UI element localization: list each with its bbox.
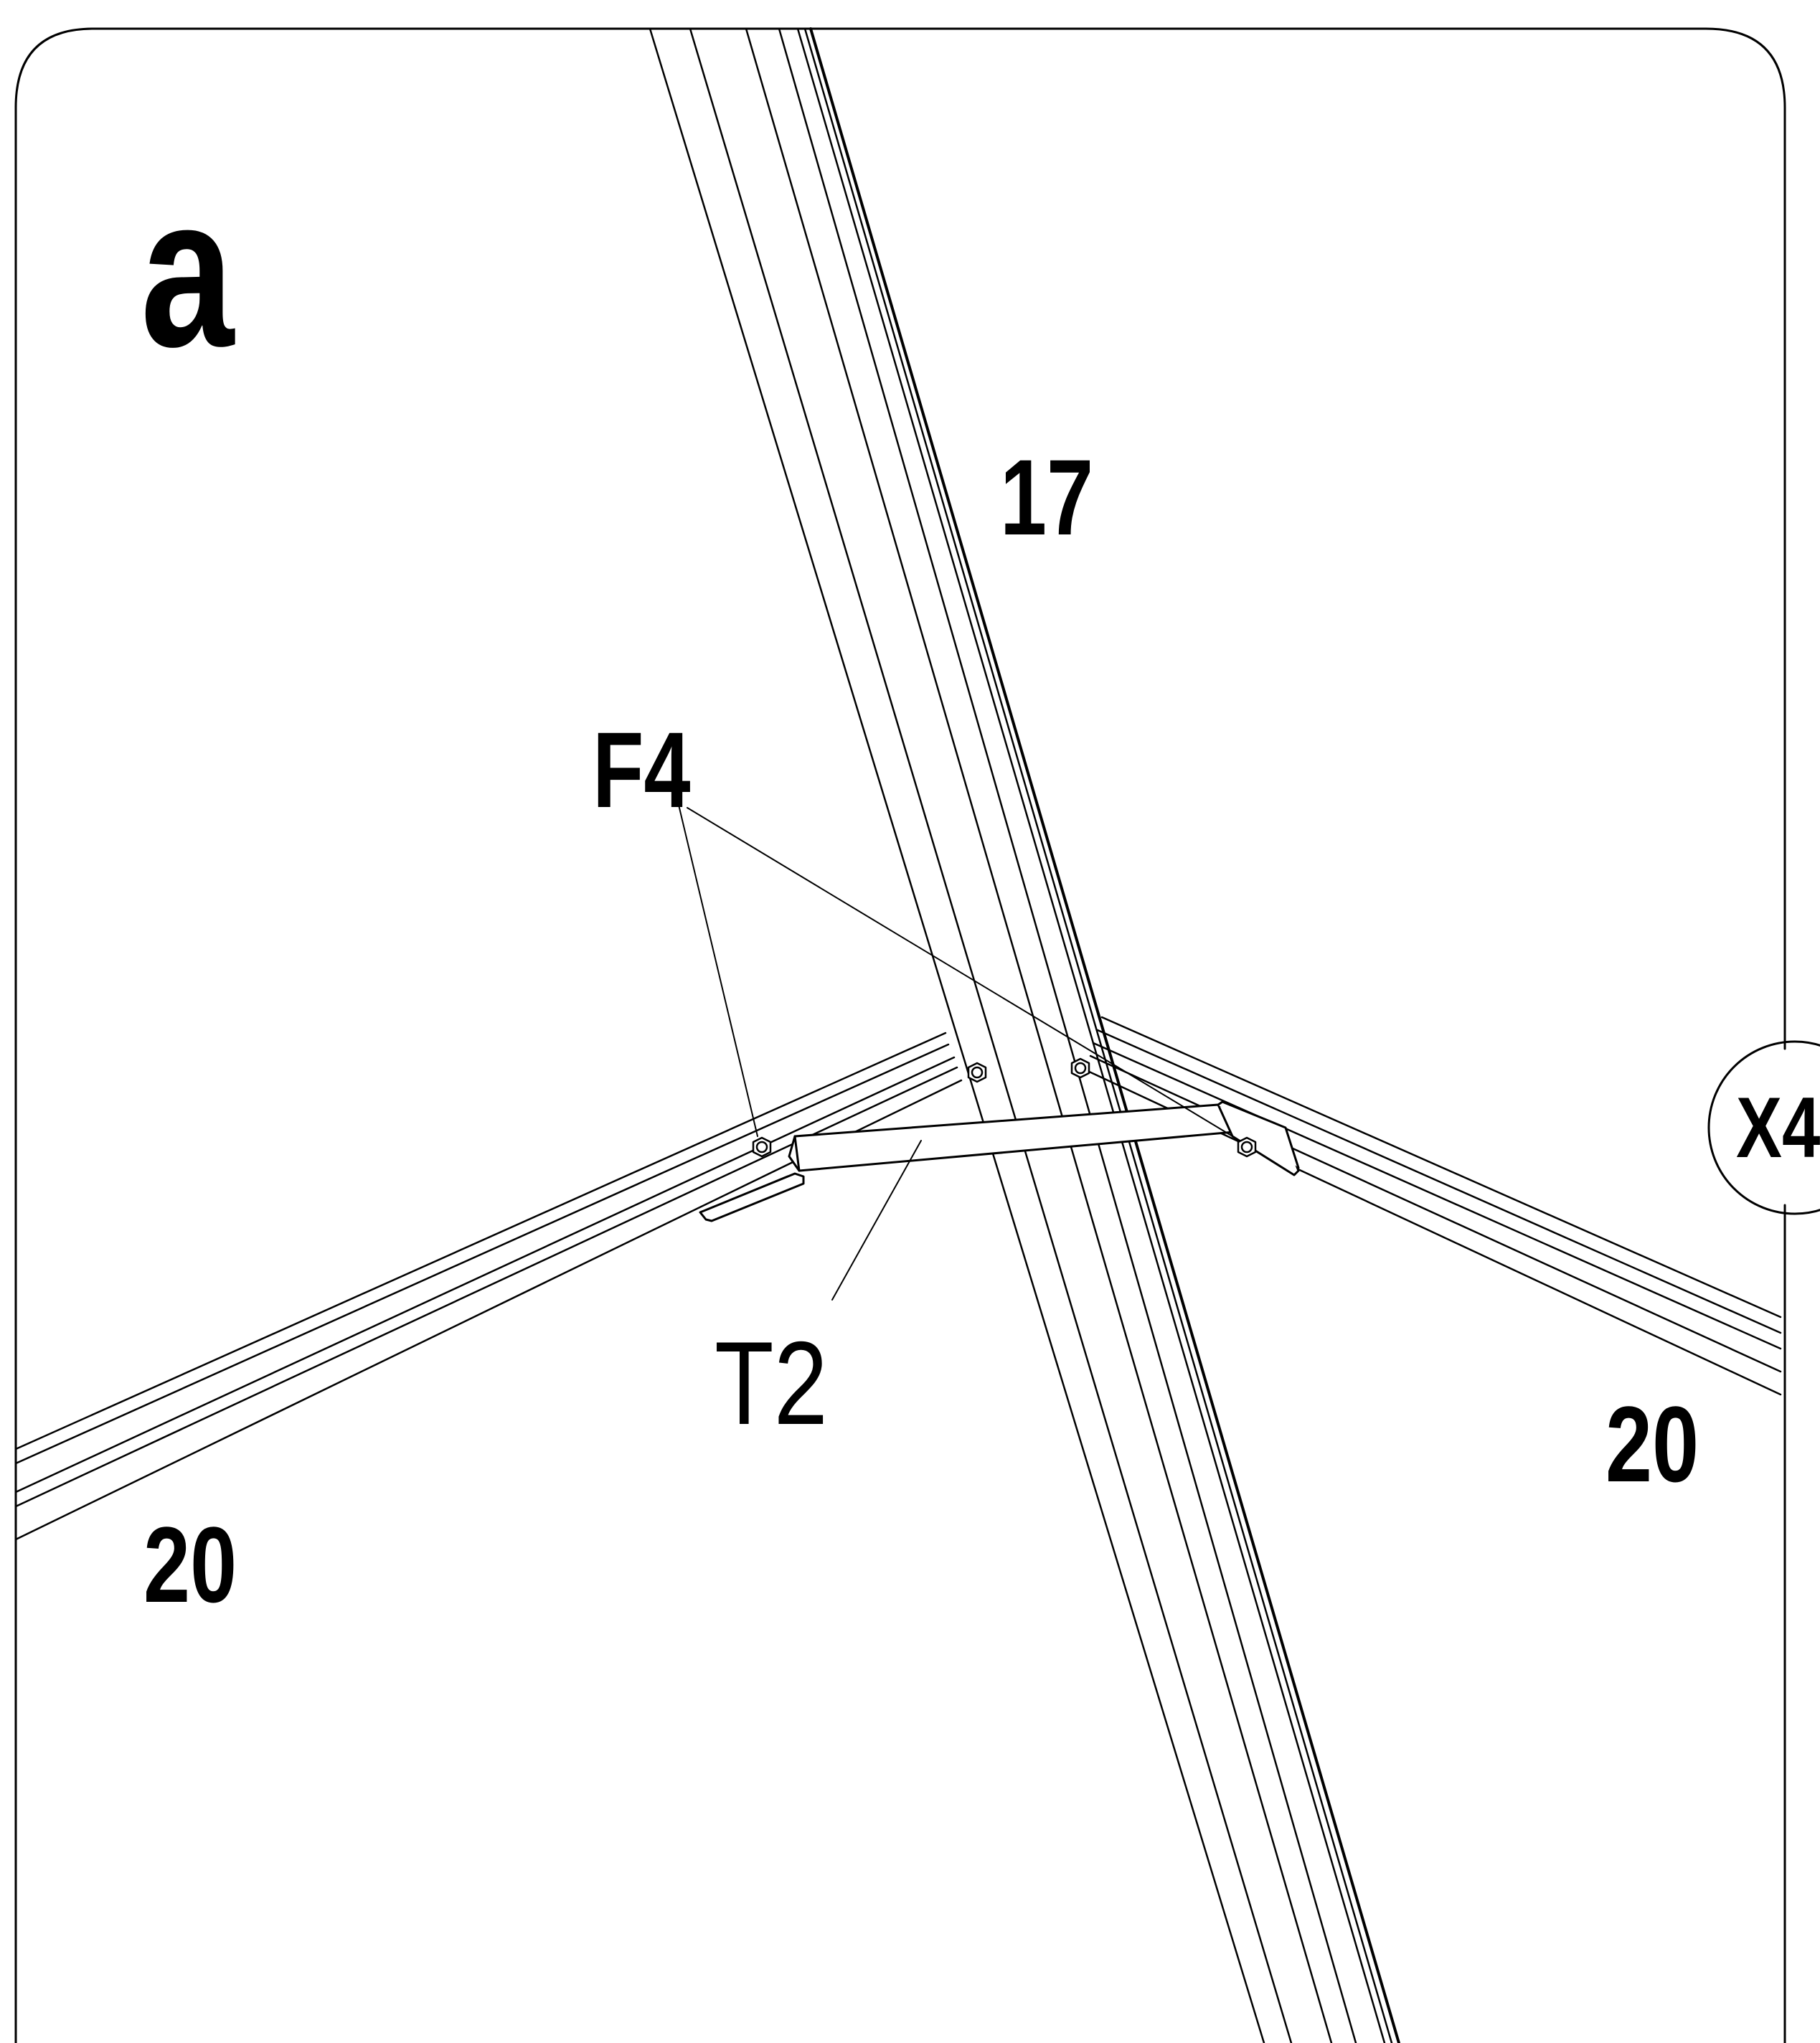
rail-20-right (1085, 1016, 1782, 1396)
bolt-post-1 (967, 1062, 987, 1083)
bolt-post-2 (1070, 1057, 1090, 1079)
part-label-f4: F4 (593, 709, 691, 830)
bolt-f4-right (1237, 1136, 1257, 1158)
rail-20-left (14, 1032, 963, 1541)
part-label-t2: T2 (715, 1317, 828, 1449)
leader-f4 (678, 804, 1240, 1141)
part-label-20-right: 20 (1606, 1384, 1699, 1504)
panel-frame (14, 27, 1786, 2043)
brace-t2 (699, 1100, 1300, 1222)
quantity-badge (1707, 1040, 1820, 1215)
step-letter: a (141, 151, 235, 392)
part-label-17: 17 (1000, 437, 1094, 557)
quantity-label: X4 (1736, 1080, 1820, 1176)
leader-t2 (831, 1140, 922, 1301)
post-17 (649, 27, 1400, 2043)
part-label-20-left: 20 (143, 1504, 237, 1625)
bolt-f4-left (752, 1136, 772, 1158)
